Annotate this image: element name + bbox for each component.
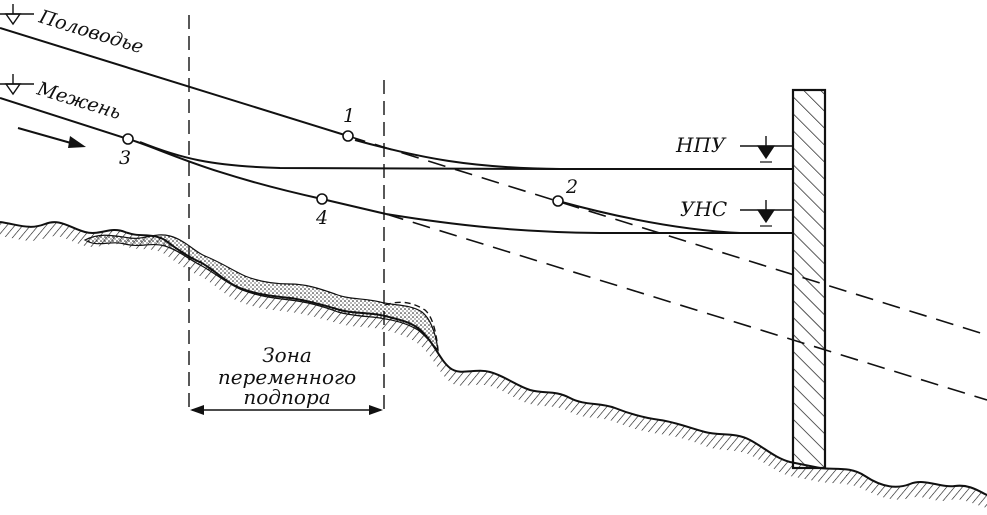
point-3-marker [122, 133, 134, 145]
zone-label-line3: подпора [243, 385, 330, 409]
npu-level-symbol [740, 136, 793, 163]
lowwater-surface-natural-extension [385, 213, 987, 401]
uns-label: УНС [680, 197, 727, 221]
uns-level-symbol [740, 200, 793, 227]
flood-surface-natural-extension [347, 135, 987, 336]
flood-surface-natural [0, 27, 349, 137]
sediment-deposit [83, 234, 439, 352]
curve-through-point-2 [557, 200, 741, 234]
sediment-top-dashed [384, 301, 439, 351]
zone-label-line2: переменного [218, 365, 356, 389]
point-2-marker [552, 195, 564, 207]
lowwater-backwater-to-npu [139, 141, 561, 170]
zone-arrow-right [369, 405, 383, 415]
point-2-label: 2 [565, 176, 578, 198]
uns-backwater-curve [385, 213, 793, 234]
ground-line [0, 221, 987, 496]
flow-arrow-shaft [17, 127, 79, 146]
lowwater-surface-natural [0, 97, 387, 215]
point-1-marker [342, 130, 354, 142]
flow-arrow-head [68, 136, 86, 148]
flood-level-symbol [0, 4, 34, 26]
point-4-marker [316, 193, 328, 205]
npu-backwater-curve [354, 139, 793, 170]
zone-label-line1: Зона [262, 343, 312, 367]
flood-label: Половодье [36, 5, 146, 58]
npu-label: НПУ [675, 133, 727, 157]
zone-arrow-left [190, 405, 204, 415]
lowwater-level-symbol [0, 74, 34, 96]
ground-hatch-band [0, 222, 987, 508]
point-3-label: 3 [119, 147, 131, 169]
point-1-label: 1 [343, 105, 355, 127]
lowwater-label: Межень [34, 77, 124, 124]
point-4-label: 4 [315, 207, 328, 229]
